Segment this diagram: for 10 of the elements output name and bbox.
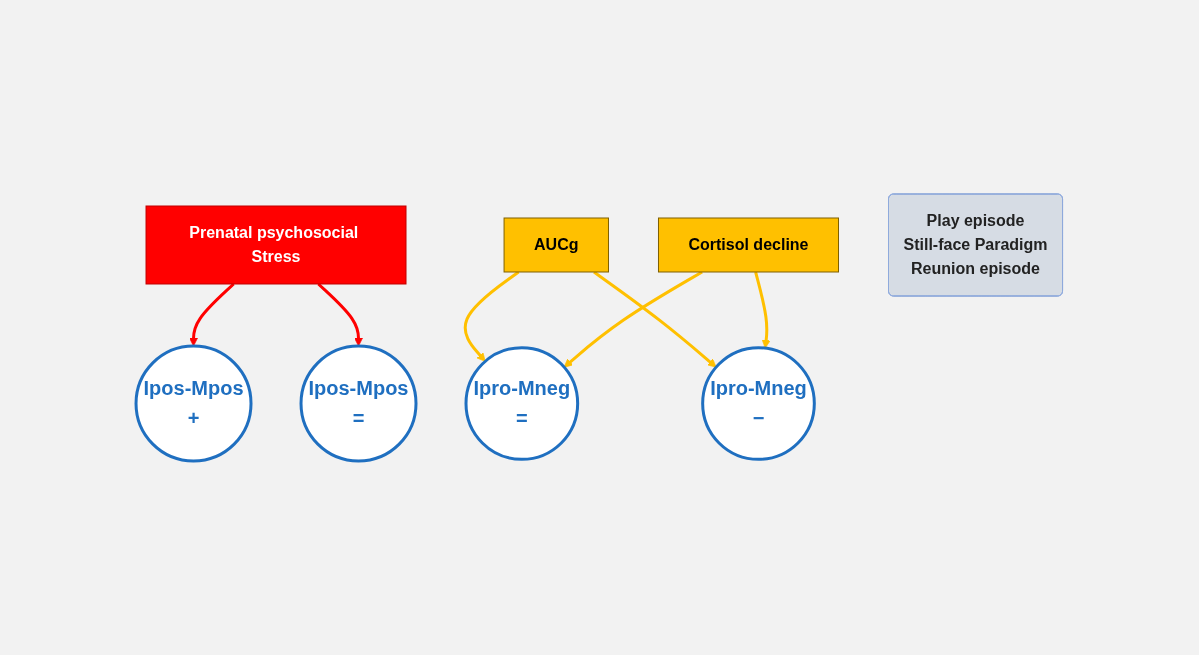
node-box: AUCg — [503, 217, 610, 273]
node-circle: Ipos-Mpos = — [299, 344, 418, 463]
node-circle: Ipro-Mneg − — [701, 346, 817, 461]
node-circle: Ipos-Mpos + — [134, 344, 253, 463]
node-box: Prenatal psychosocial Stress — [145, 205, 407, 285]
node-box: Cortisol decline — [658, 217, 840, 273]
node-circle: Ipro-Mneg = — [464, 346, 580, 461]
arrow — [189, 282, 235, 347]
arrow — [317, 282, 364, 347]
arrow — [754, 271, 771, 349]
